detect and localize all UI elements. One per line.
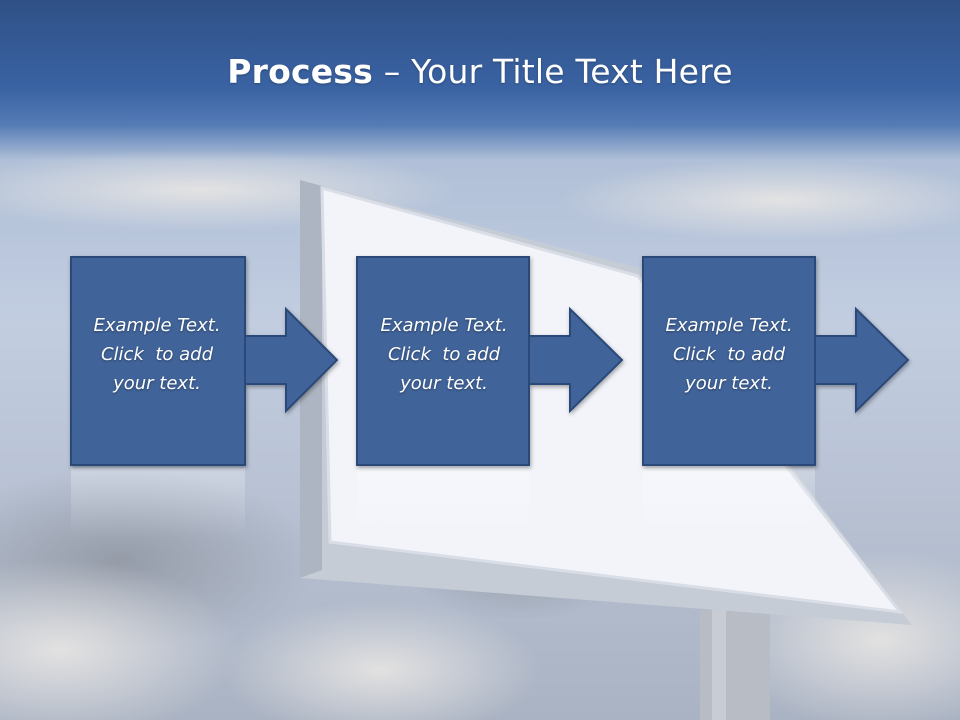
process-step-1[interactable] — [70, 256, 339, 466]
step-line: your text. — [113, 373, 201, 394]
title-bold-word: Process — [227, 52, 373, 91]
right-arrow-icon — [528, 306, 624, 414]
step-2-box[interactable] — [356, 256, 530, 466]
process-step-3[interactable] — [642, 256, 910, 466]
step-1-reflection — [71, 468, 245, 538]
step-2-reflection — [357, 468, 529, 538]
step-line: Example Text. — [93, 315, 221, 336]
step-line: your text. — [685, 373, 773, 394]
title-rest: Your Title Text Here — [411, 52, 733, 91]
right-arrow-icon — [814, 306, 910, 414]
step-2-text[interactable]: Example Text. Click to add your text. — [358, 311, 530, 398]
step-3-reflection — [643, 468, 815, 538]
title-dash: – — [373, 52, 412, 91]
step-1-text[interactable]: Example Text. Click to add your text. — [71, 311, 243, 398]
right-arrow-icon — [244, 306, 339, 414]
step-3-box[interactable] — [642, 256, 816, 466]
step-line: Example Text. — [380, 315, 508, 336]
step-3-text[interactable]: Example Text. Click to add your text. — [643, 311, 815, 398]
step-line: Click to add — [672, 344, 785, 365]
step-line: Example Text. — [665, 315, 793, 336]
title-band — [0, 0, 960, 160]
slide-title[interactable]: Process – Your Title Text Here — [0, 52, 960, 91]
step-line: Click to add — [387, 344, 500, 365]
step-line: Click to add — [100, 344, 213, 365]
process-step-2[interactable] — [356, 256, 624, 466]
step-line: your text. — [400, 373, 488, 394]
step-1-box[interactable] — [70, 256, 246, 466]
